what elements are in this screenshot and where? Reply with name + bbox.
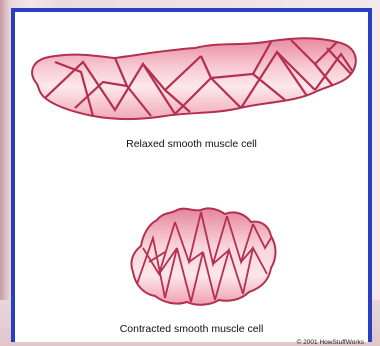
contracted-cell-caption: Contracted smooth muscle cell [15, 323, 368, 335]
diagram-svg [15, 12, 368, 342]
contracted-cell [131, 208, 275, 304]
relaxed-cell-body [32, 38, 356, 119]
diagram-panel: Relaxed smooth muscle cell Contracted sm… [11, 8, 372, 342]
copyright-notice: © 2001 HowStuffWorks [297, 339, 364, 346]
relaxed-cell [32, 38, 356, 119]
relaxed-cell-caption: Relaxed smooth muscle cell [15, 138, 368, 150]
